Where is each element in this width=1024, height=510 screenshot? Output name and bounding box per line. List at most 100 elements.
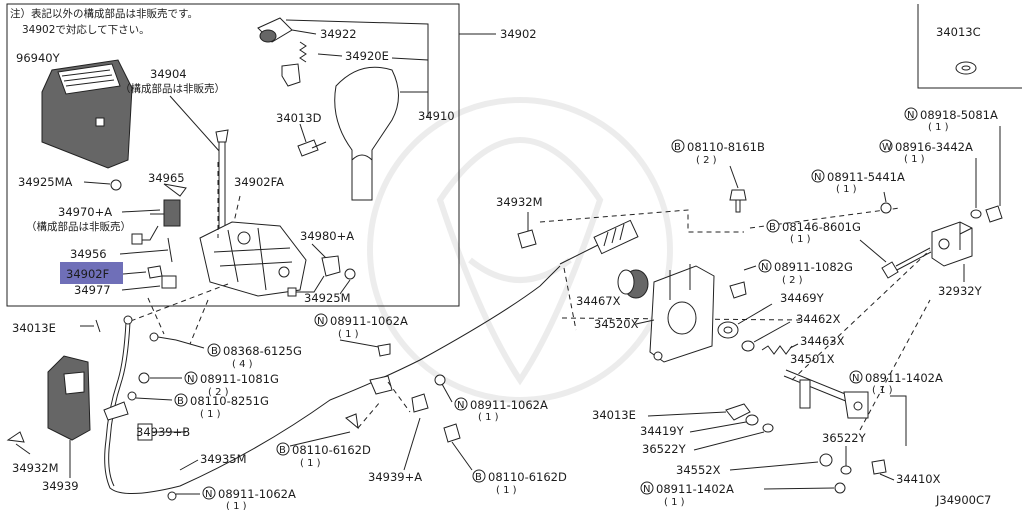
callout-08916-3442A: 08916-3442A bbox=[895, 140, 973, 154]
watermark-emblem bbox=[367, 97, 673, 403]
label-36522Y-a: 36522Y bbox=[642, 442, 687, 456]
svg-text:N: N bbox=[317, 316, 324, 327]
nut-08911-1402A-bottom bbox=[834, 482, 846, 494]
selected-part-highlight[interactable] bbox=[60, 262, 123, 284]
svg-text:B: B bbox=[211, 346, 218, 357]
bracket-34939-part bbox=[47, 355, 91, 441]
svg-text:( 2 ): ( 2 ) bbox=[696, 155, 717, 166]
lever-rod-34501X bbox=[783, 369, 869, 419]
bracket-34965-part bbox=[163, 183, 187, 197]
part-34939B bbox=[137, 423, 153, 441]
label-34902F[interactable]: 34902F bbox=[66, 267, 109, 281]
shift-knob-part bbox=[334, 66, 399, 201]
svg-text:( 1 ): ( 1 ) bbox=[928, 122, 949, 133]
clamp-bracket-part bbox=[411, 393, 429, 413]
svg-text:N: N bbox=[205, 489, 212, 500]
knob-button-part bbox=[257, 17, 293, 43]
svg-text:N: N bbox=[187, 374, 194, 385]
label-96940Y: 96940Y bbox=[16, 51, 61, 65]
label-34932M-top: 34932M bbox=[496, 195, 543, 209]
washer-36522Y-a bbox=[762, 423, 774, 433]
label-34013E-left: 34013E bbox=[12, 321, 56, 335]
label-34462X: 34462X bbox=[796, 312, 841, 326]
label-34977: 34977 bbox=[74, 283, 111, 297]
callout-08911-1402A-bottom: 08911-1402A bbox=[656, 482, 734, 496]
svg-text:N: N bbox=[761, 262, 768, 273]
washer-36522Y-b bbox=[840, 465, 852, 475]
svg-text:N: N bbox=[457, 400, 464, 411]
spring-34463X bbox=[761, 345, 793, 355]
callout-08911-1062A-bottom: 08911-1062A bbox=[218, 487, 296, 501]
screw-34013D-part bbox=[297, 139, 327, 157]
svg-text:N: N bbox=[852, 373, 859, 384]
svg-text:B: B bbox=[769, 222, 776, 233]
label-34501X: 34501X bbox=[790, 352, 835, 366]
part-34977 bbox=[161, 275, 177, 289]
label-34904: 34904 bbox=[150, 67, 187, 81]
label-34920E: 34920E bbox=[345, 49, 389, 63]
knob-spring-part bbox=[299, 41, 307, 63]
nut-08911-5441A bbox=[880, 202, 892, 214]
bolt-08110-8161B bbox=[729, 189, 747, 213]
svg-text:( 1 ): ( 1 ) bbox=[904, 154, 925, 165]
svg-text:( 1 ): ( 1 ) bbox=[496, 485, 517, 496]
callout-08110-8161B: 08110-8161B bbox=[687, 140, 765, 154]
label-34935M: 34935M bbox=[200, 452, 247, 466]
label-32932Y: 32932Y bbox=[938, 284, 983, 298]
svg-text:N: N bbox=[907, 110, 914, 121]
washer-08916-3442A bbox=[970, 209, 982, 219]
svg-text:B: B bbox=[177, 396, 184, 407]
svg-text:( 1 ): ( 1 ) bbox=[836, 184, 857, 195]
solenoid-34970-part bbox=[131, 199, 181, 245]
svg-text:( 1 ): ( 1 ) bbox=[872, 385, 893, 396]
svg-text:( 1 ): ( 1 ) bbox=[478, 412, 499, 423]
rod-34956-part bbox=[167, 237, 173, 263]
label-34013E-right: 34013E bbox=[592, 408, 636, 422]
bolt-08110-6162D-right bbox=[443, 423, 473, 471]
callout-08110-8251G: 08110-8251G bbox=[190, 394, 269, 408]
callout-08911-1062A-mid: 08911-1062A bbox=[470, 398, 548, 412]
label-34902FA: 34902FA bbox=[234, 175, 284, 189]
label-34013C: 34013C bbox=[936, 25, 981, 39]
label-34419Y: 34419Y bbox=[640, 424, 685, 438]
label-34939A: 34939+A bbox=[368, 470, 422, 484]
bushing-34469Y bbox=[717, 321, 739, 339]
cable-adjuster-part bbox=[559, 219, 639, 265]
label-34965: 34965 bbox=[148, 171, 185, 185]
screw-34925MA-part bbox=[110, 179, 122, 191]
label-34520X: 34520X bbox=[594, 317, 639, 331]
callout-08911-1062A-top: 08911-1062A bbox=[330, 314, 408, 328]
callout-08911-1082G: 08911-1082G bbox=[774, 260, 853, 274]
assembly-box bbox=[6, 3, 460, 307]
label-34939B: 34939+B bbox=[136, 425, 190, 439]
shift-lever-rod-part bbox=[215, 129, 229, 229]
label-34932M-bottom: 34932M bbox=[12, 461, 59, 475]
console-cover-part bbox=[41, 59, 133, 169]
bolt-08110-6162D-left bbox=[345, 413, 359, 430]
svg-text:( 1 ): ( 1 ) bbox=[300, 458, 321, 469]
svg-text:( 1 ): ( 1 ) bbox=[226, 501, 247, 510]
svg-text:( 1 ): ( 1 ) bbox=[664, 497, 685, 508]
label-34463X: 34463X bbox=[800, 334, 845, 348]
non-sale-note-2: （構成部品は非販売） bbox=[26, 220, 131, 233]
callout-08110-6162D-left: 08110-6162D bbox=[292, 443, 371, 457]
non-sale-note-1: （構成部品は非販売） bbox=[120, 82, 225, 95]
part-34902F bbox=[147, 265, 163, 279]
svg-text:( 1 ): ( 1 ) bbox=[338, 329, 359, 340]
bolt-08146-8601G bbox=[881, 247, 932, 279]
svg-text:( 1 ): ( 1 ) bbox=[790, 234, 811, 245]
washer-34419Y bbox=[745, 414, 759, 426]
cable-clamp-part bbox=[369, 375, 393, 395]
label-34980A: 34980+A bbox=[300, 229, 354, 243]
svg-text:W: W bbox=[882, 142, 892, 153]
label-36522Y-b: 36522Y bbox=[822, 431, 867, 445]
bracket-32932Y bbox=[931, 221, 973, 267]
svg-text:( 4 ): ( 4 ) bbox=[232, 359, 253, 370]
label-34970A: 34970+A bbox=[58, 205, 112, 219]
bushing-34467X bbox=[617, 269, 649, 299]
note-line-2: 34902で対応して下さい。 bbox=[22, 23, 150, 36]
shift-cable-part bbox=[104, 265, 561, 495]
nut-08911-1062A-mid bbox=[434, 374, 446, 386]
label-34013D: 34013D bbox=[276, 111, 322, 125]
